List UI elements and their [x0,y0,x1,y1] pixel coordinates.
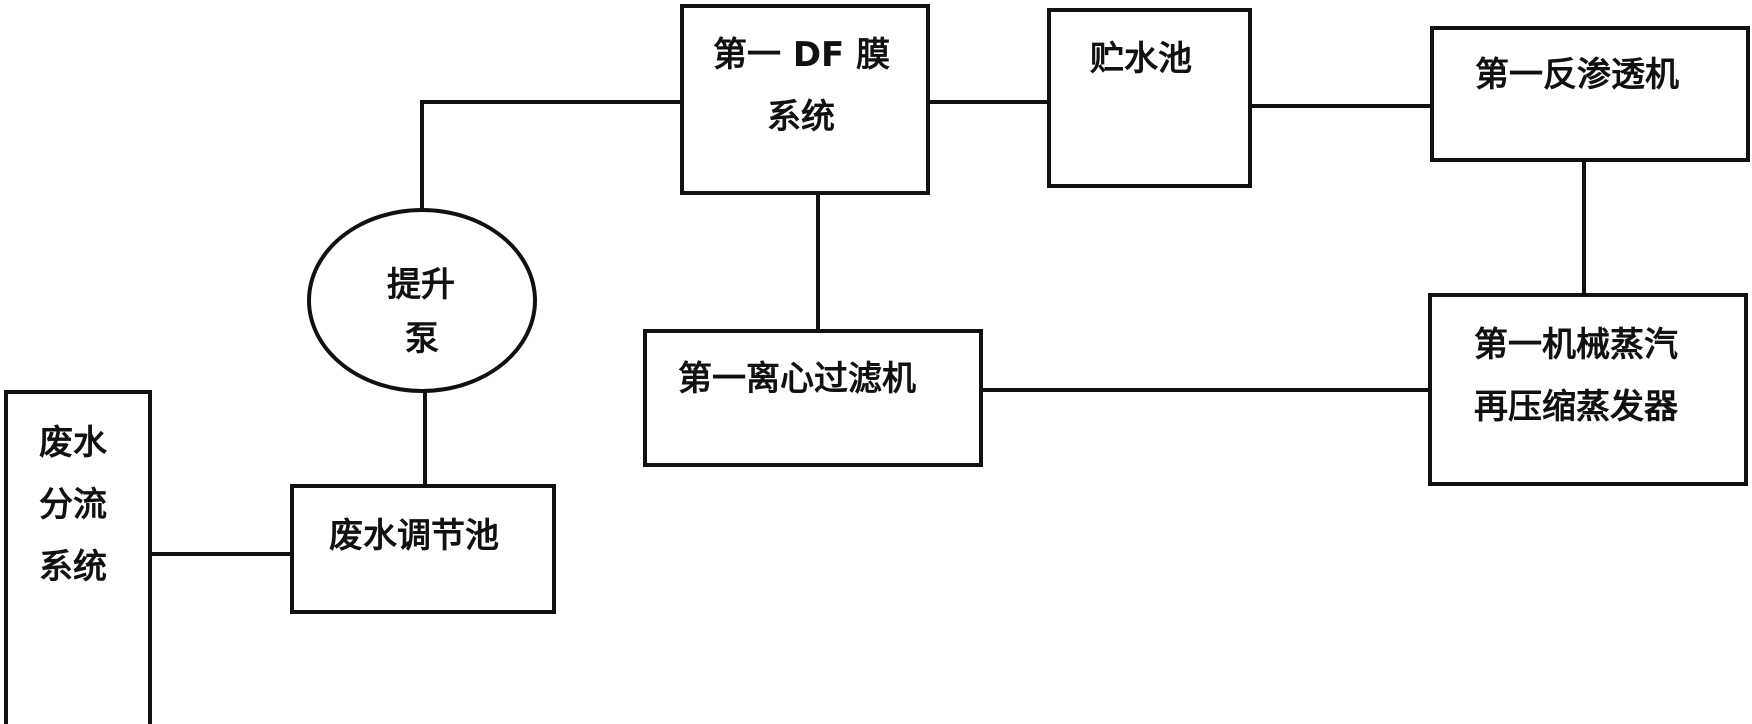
reverse-osmosis-label: 第一反渗透机 [1475,55,1679,95]
df-membrane-box [680,4,930,195]
storage-tank-label: 贮水池 [1090,39,1192,79]
centrifugal-filter-label: 第一离心过滤机 [678,359,916,399]
equalization-tank-label: 废水调节池 [329,516,499,556]
wastewater-split-label-line3: 系统 [39,547,107,587]
lift-pump-ellipse [307,208,537,393]
reverse-osmosis-box [1430,26,1750,162]
centrifugal-filter-box [643,329,983,467]
mvr-evaporator-label-line1: 第一机械蒸汽 [1474,325,1678,365]
wastewater-split-box [4,390,152,724]
storage-tank-box [1047,8,1252,188]
wastewater-split-label-line1: 废水 [39,423,107,463]
connector-pump-to-df [420,100,682,214]
df-membrane-label-line2: 系统 [767,97,835,137]
mvr-evaporator-label-line2: 再压缩蒸发器 [1474,387,1678,427]
equalization-tank-box [290,484,556,614]
lift-pump-label-line2: 泵 [405,319,439,359]
df-membrane-label-line1: 第一 DF 膜 [713,35,891,75]
mvr-evaporator-box [1428,293,1748,486]
lift-pump-label-line1: 提升 [387,265,455,305]
wastewater-split-label-line2: 分流 [39,485,107,525]
